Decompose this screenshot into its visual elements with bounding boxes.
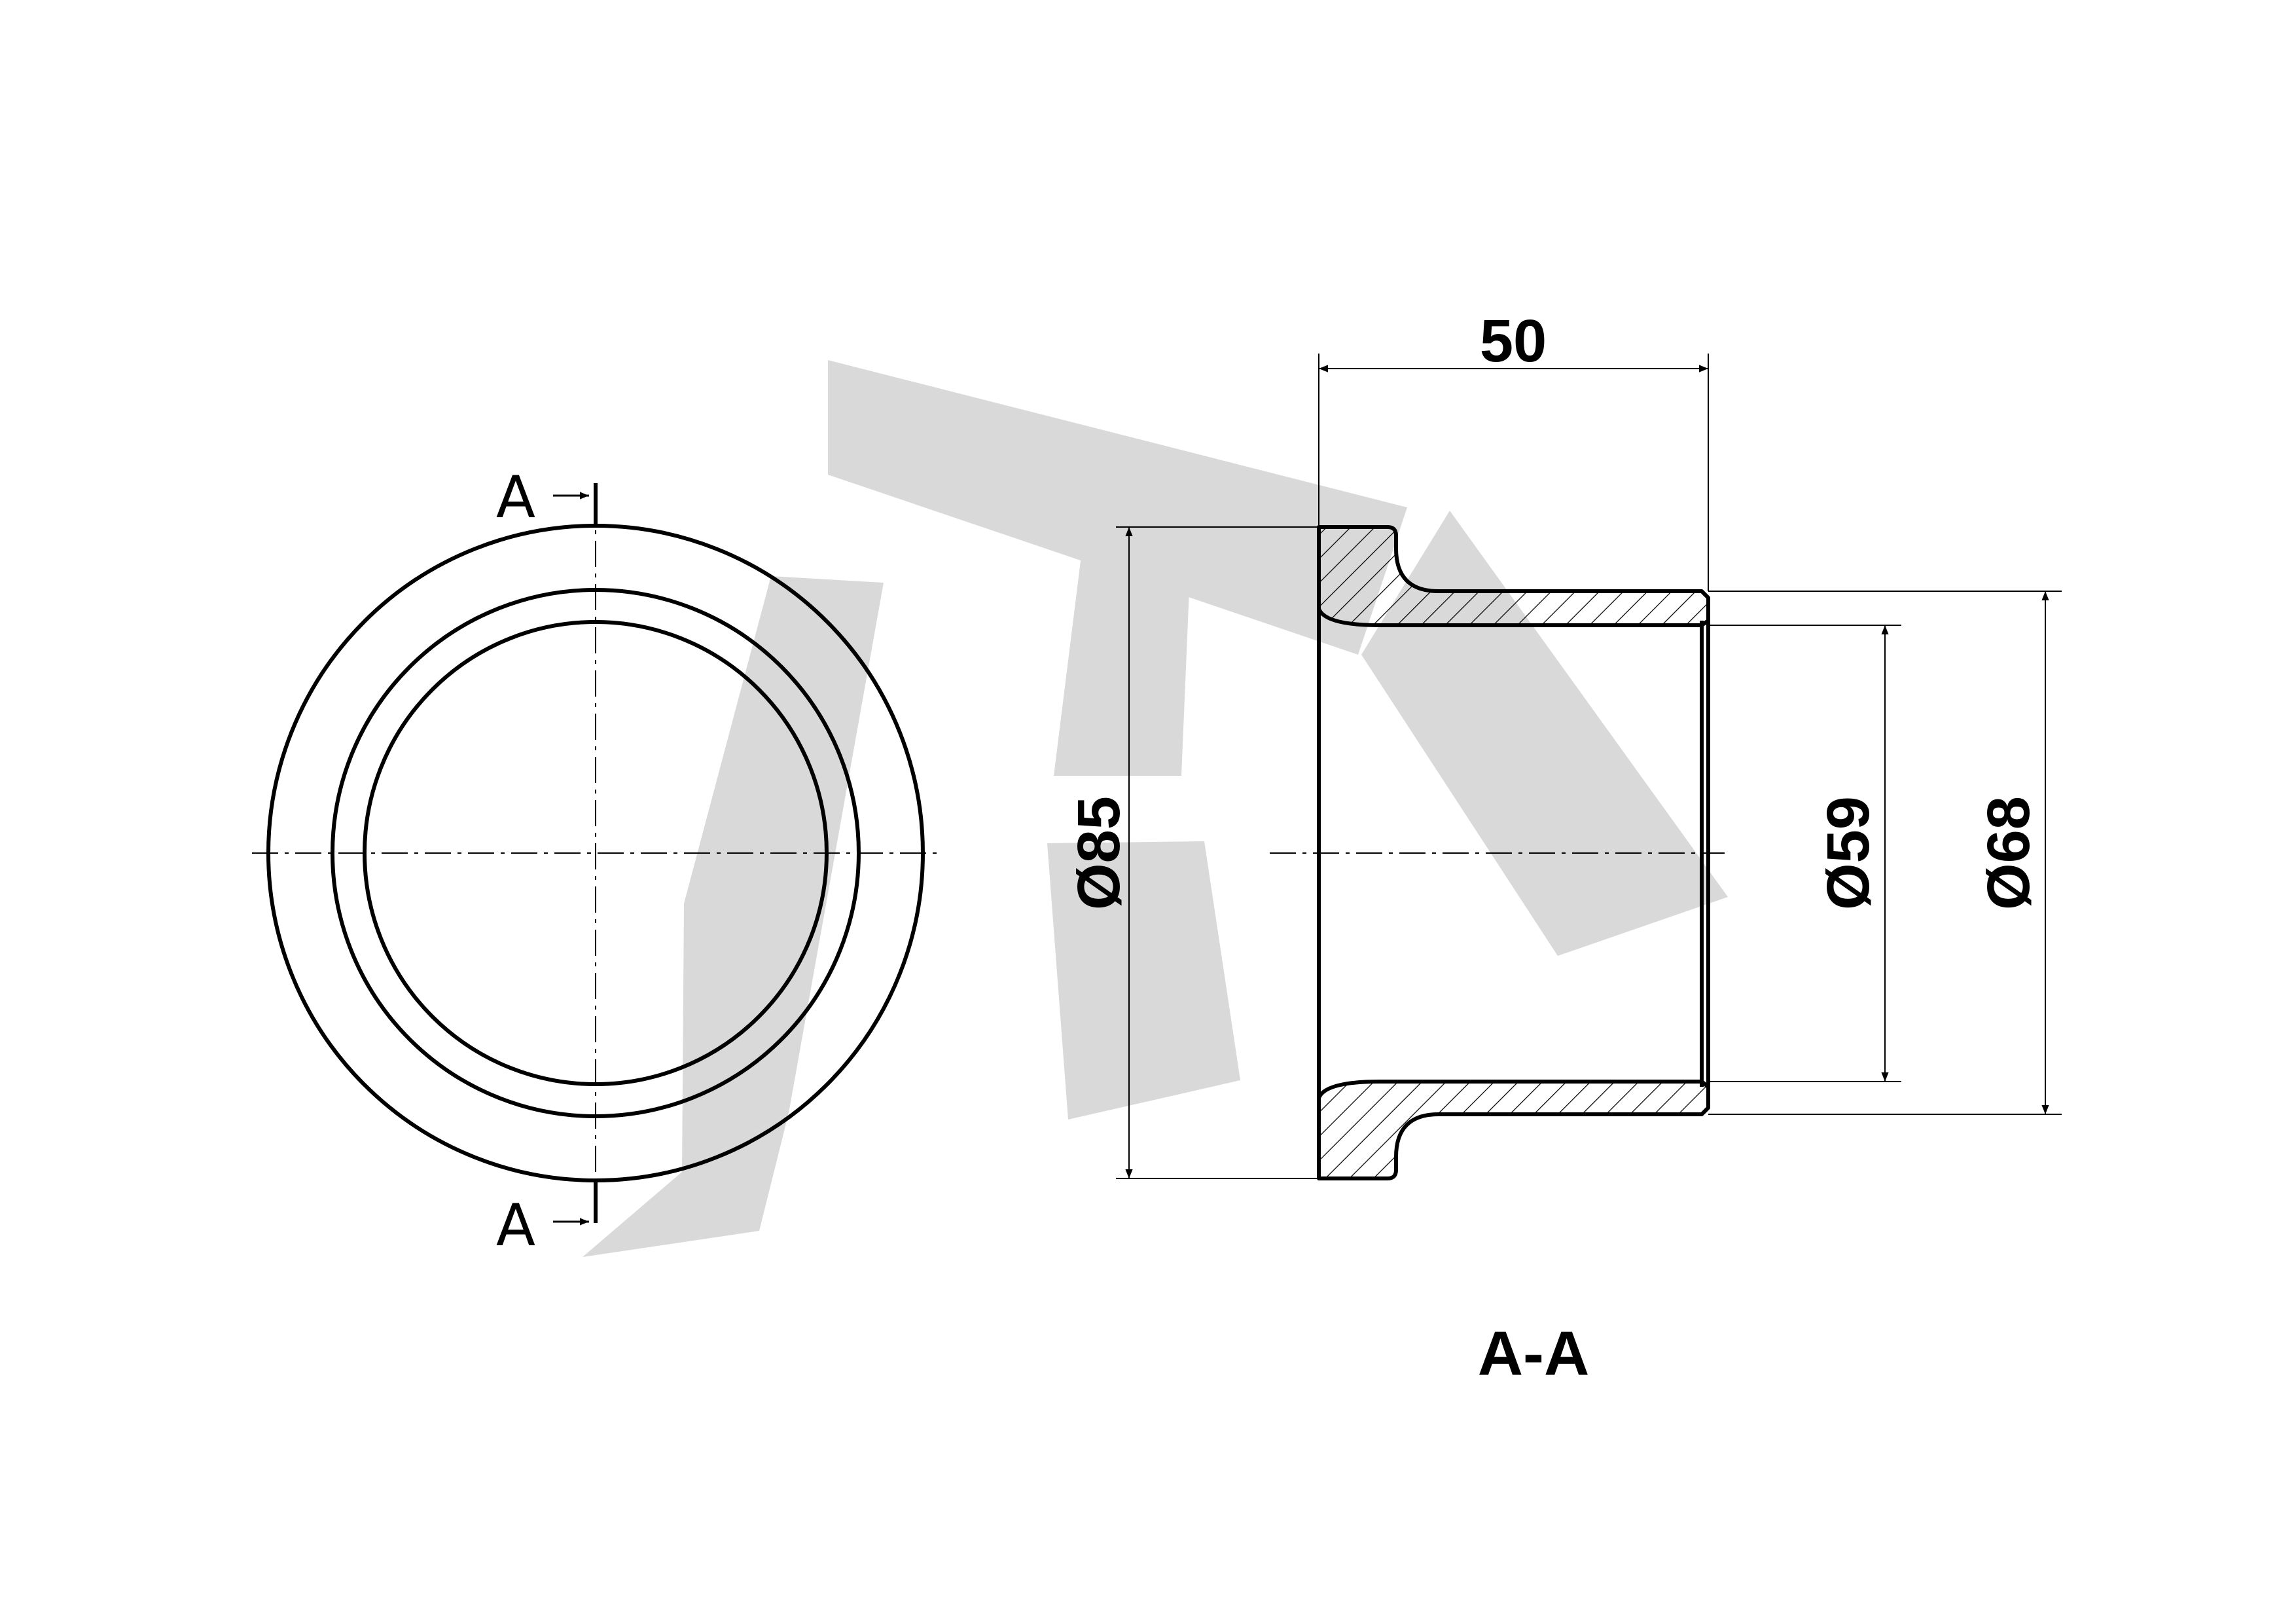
section-indicator-bottom: A <box>496 1178 598 1259</box>
dimension-flange-diameter <box>1116 526 1319 1179</box>
dimension-length-label: 50 <box>1480 308 1547 374</box>
section-indicator-top: A <box>496 464 598 531</box>
dimension-bore-diameter <box>1708 625 1901 1082</box>
dimension-outer-diameter-label: Ø68 <box>1975 796 2042 910</box>
section-wall-bottom <box>1317 1080 1710 1180</box>
watermark-logo <box>583 360 1728 1257</box>
dimension-bore-diameter-label: Ø59 <box>1815 796 1882 910</box>
section-mark-bottom: A <box>496 1192 535 1259</box>
dimension-flange-diameter-label: Ø85 <box>1066 796 1132 910</box>
section-wall-top <box>1317 525 1710 627</box>
section-mark-top: A <box>496 464 535 531</box>
section-view <box>1270 525 1725 1180</box>
section-title: A-A <box>1478 1319 1590 1389</box>
dimension-length <box>1318 354 1709 591</box>
front-view-centerlines <box>252 498 942 1211</box>
dimension-outer-diameter <box>1708 591 2062 1115</box>
